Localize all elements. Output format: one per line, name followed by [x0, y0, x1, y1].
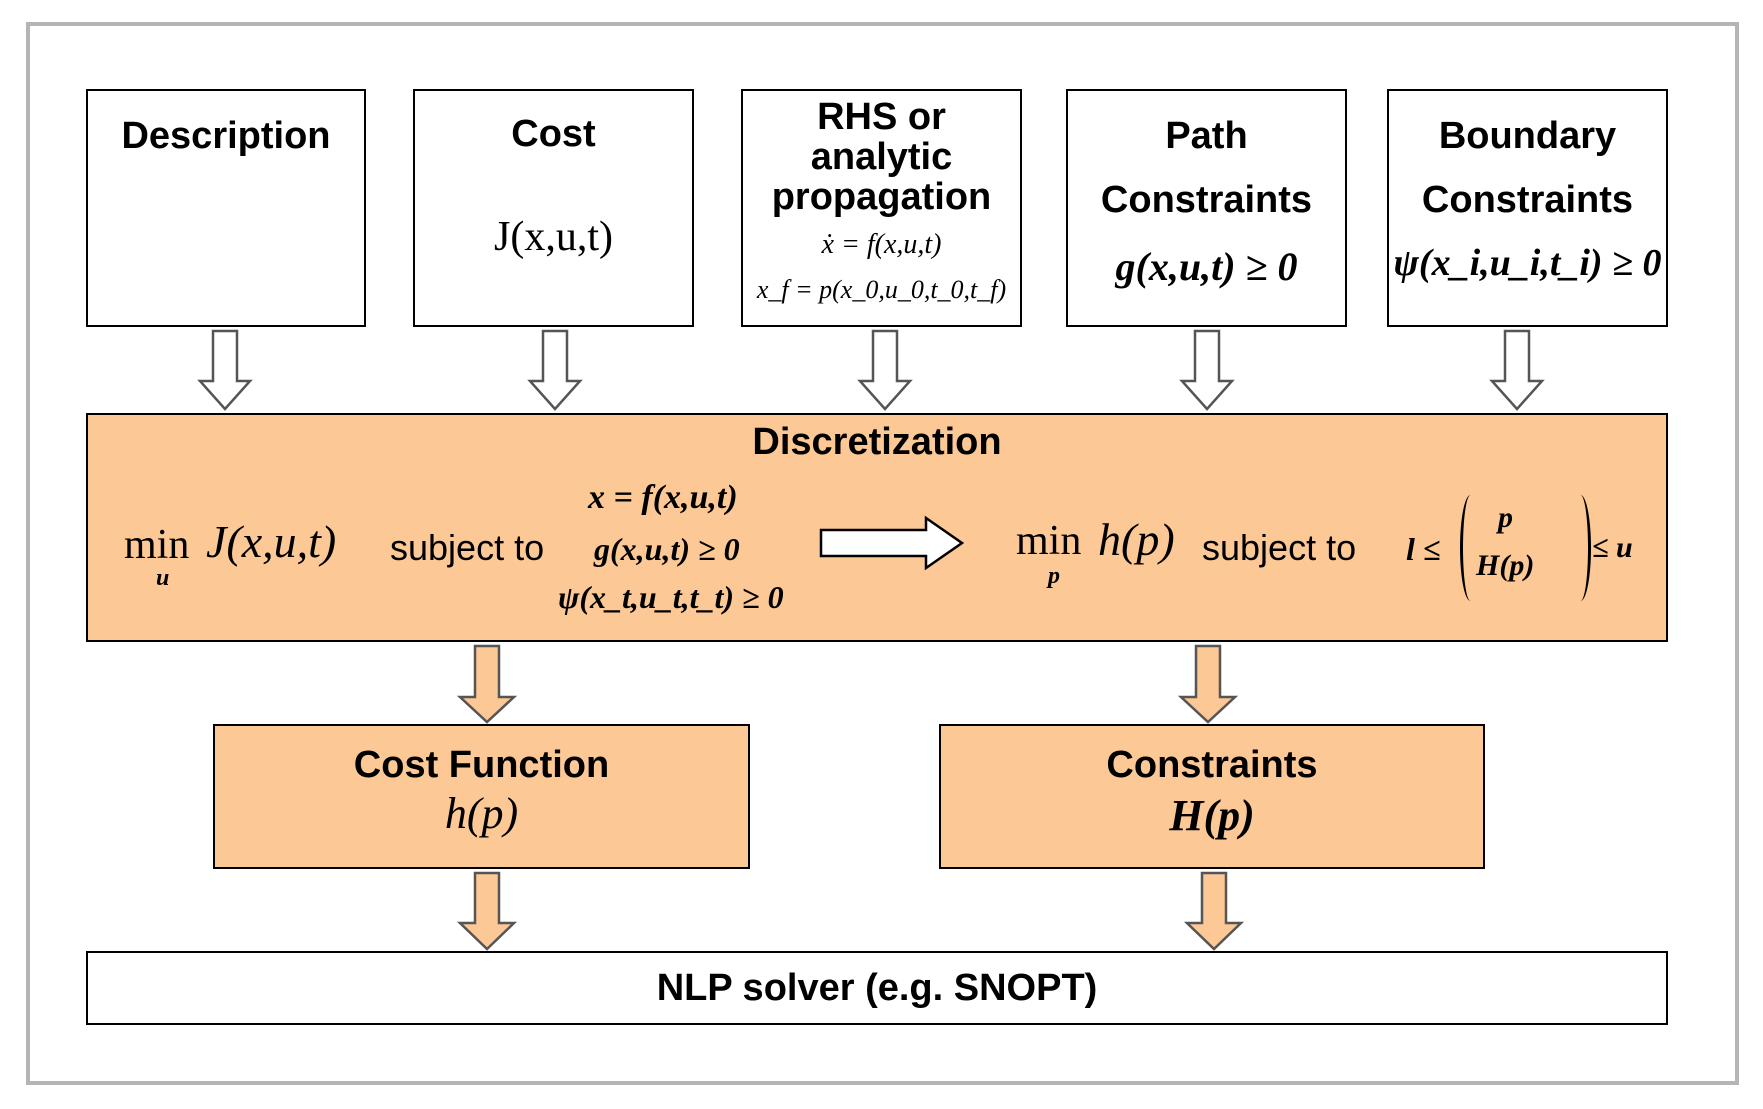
rhs-box: RHS or analytic propagation ẋ = f(x,u,t)…	[741, 89, 1022, 327]
arrow-constraints-to-solver	[1183, 871, 1245, 951]
arrow-boundary-down	[1489, 329, 1545, 411]
min-operator-left: min	[124, 522, 190, 568]
discretization-title: Discretization	[752, 421, 1002, 463]
arrow-rhs-down	[857, 329, 913, 411]
min-operator-right: min	[1016, 518, 1082, 564]
cost-function-title: Cost Function	[353, 744, 610, 786]
rhs-formula-1: ẋ = f(x,u,t)	[821, 229, 942, 260]
min-subscript-u: u	[156, 565, 170, 591]
arrow-cost-function-to-solver	[456, 871, 518, 951]
cost-box: Cost J(x,u,t)	[413, 89, 694, 327]
constraints-box: Constraints H(p)	[939, 724, 1485, 869]
vector-bottom: H(p)	[1476, 549, 1535, 582]
vector-top: p	[1498, 501, 1513, 534]
path-title-line2: Constraints	[1100, 179, 1313, 221]
nlp-solver-box: NLP solver (e.g. SNOPT)	[86, 951, 1668, 1025]
boundary-formula: ψ(x_i,u_i,t_i) ≥ 0	[1393, 242, 1662, 284]
bound-lower: l ≤	[1406, 531, 1441, 567]
arrow-discretization-right	[819, 515, 965, 571]
rhs-title-line1: RHS or	[817, 96, 946, 138]
constraints-title: Constraints	[1106, 744, 1318, 786]
cost-formula: J(x,u,t)	[494, 214, 613, 260]
path-constraints-box: Path Constraints g(x,u,t) ≥ 0	[1066, 89, 1347, 327]
nlp-solver-label: NLP solver (e.g. SNOPT)	[656, 967, 1098, 1009]
arrow-path-down	[1179, 329, 1235, 411]
description-box: Description	[86, 89, 366, 327]
subject-to-right: subject to	[1202, 527, 1357, 568]
constraint-boundary: ψ(x_t,u_t,t_t) ≥ 0	[558, 579, 784, 615]
diagram-frame	[26, 22, 1739, 1085]
arrow-description-down	[197, 329, 253, 411]
objective-right: h(p)	[1098, 514, 1175, 565]
discretization-box: Discretization min u J(x,u,t) subject to…	[86, 413, 1668, 642]
constraint-path: g(x,u,t) ≥ 0	[594, 531, 740, 567]
objective-left: J(x,u,t)	[206, 516, 337, 567]
rhs-title-line2: analytic	[810, 136, 953, 178]
boundary-title-line1: Boundary	[1438, 115, 1617, 157]
boundary-constraints-box: Boundary Constraints ψ(x_i,u_i,t_i) ≥ 0	[1387, 89, 1668, 327]
subject-to-left: subject to	[390, 527, 545, 568]
cost-title: Cost	[511, 113, 596, 155]
cost-function-box: Cost Function h(p)	[213, 724, 750, 869]
arrow-cost-down	[527, 329, 583, 411]
vector-left-paren	[1460, 495, 1481, 601]
rhs-formula-2: x_f = p(x_0,u_0,t_0,t_f)	[756, 275, 1007, 304]
constraint-dynamics: x = f(x,u,t)	[588, 479, 738, 516]
cost-function-formula: h(p)	[444, 789, 519, 838]
description-title: Description	[121, 115, 331, 157]
vector-right-paren	[1570, 495, 1591, 601]
boundary-title-line2: Constraints	[1421, 179, 1634, 221]
min-subscript-p: p	[1048, 563, 1060, 589]
arrow-to-constraints	[1177, 644, 1239, 724]
arrow-to-cost-function	[456, 644, 518, 724]
rhs-title-line3: propagation	[771, 176, 992, 218]
constraints-formula: H(p)	[1169, 791, 1255, 840]
path-formula: g(x,u,t) ≥ 0	[1115, 244, 1298, 289]
bound-upper: ≤ u	[1592, 531, 1633, 564]
path-title-line1: Path	[1165, 115, 1248, 157]
